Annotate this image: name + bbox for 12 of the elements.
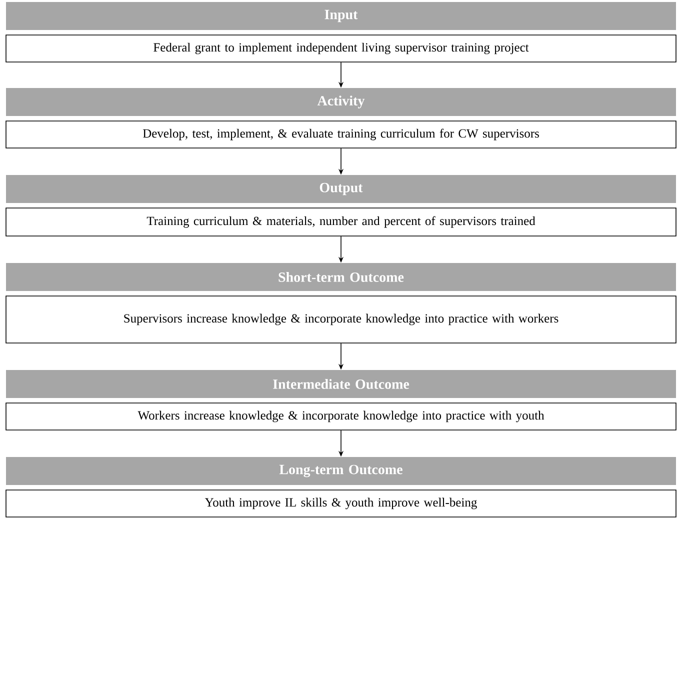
text-box: Training curriculum & materials, number and percent of supervisors trained <box>6 208 676 236</box>
text-box: Develop, test, implement, & evaluate training curriculum for CW supervisors <box>6 120 676 148</box>
text-box: Federal grant to implement independent living supervisor training project <box>6 34 676 62</box>
text-box: Workers increase knowledge & incorporate knowledge into practice with youth <box>6 402 676 430</box>
header-band: Short-term Outcome <box>6 263 676 291</box>
text-box: Supervisors increase knowledge & incorporate knowledge into practice with workers <box>6 296 676 344</box>
header-band: Input <box>6 2 676 30</box>
text-box: Youth improve IL skills & youth improve well-being <box>6 490 676 518</box>
header-band: Output <box>6 175 676 203</box>
header-band: Long-term Outcome <box>6 457 676 485</box>
header-band: Intermediate Outcome <box>6 370 676 398</box>
header-band: Activity <box>6 88 676 116</box>
